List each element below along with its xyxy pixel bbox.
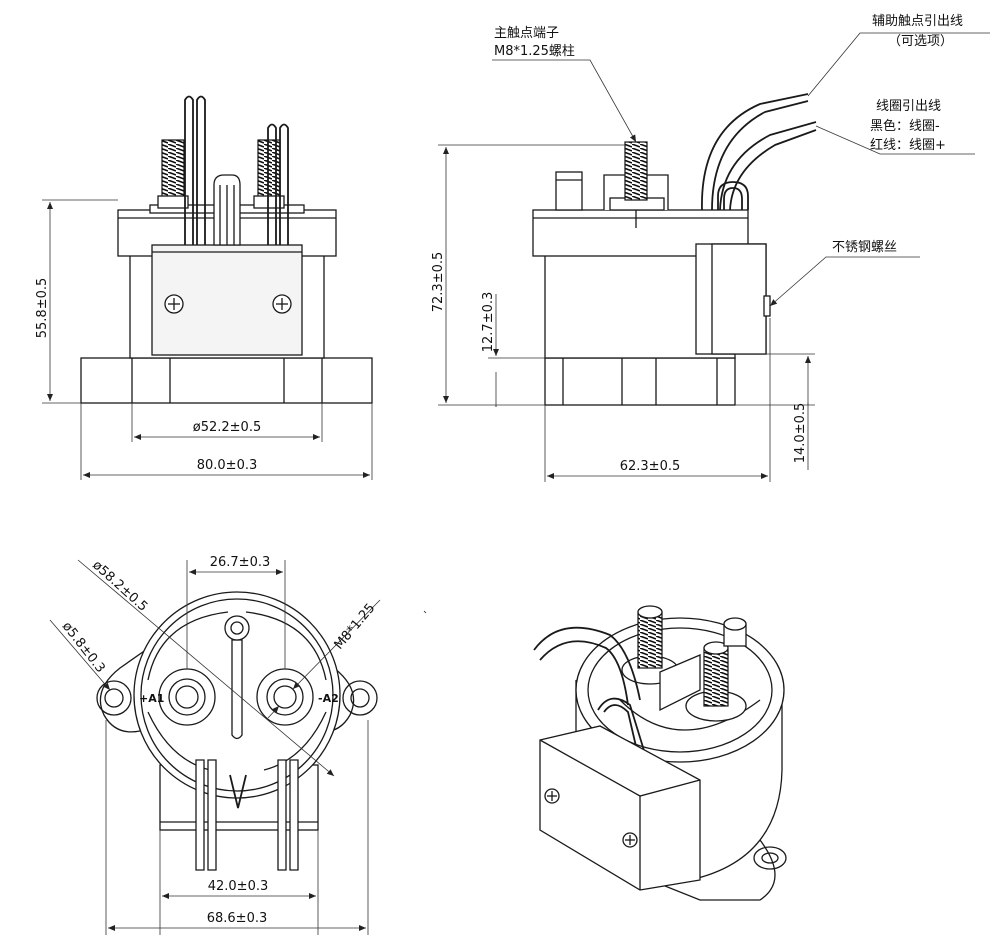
mark-a2: -A2 (318, 692, 339, 705)
label-aux-1: 辅助触点引出线 (872, 14, 963, 29)
pitch-dim: 26.7±0.3 (210, 555, 271, 570)
dia-hole-dim: ø5.8±0.3 (59, 619, 108, 676)
label-screw: 不锈钢螺丝 (832, 240, 897, 255)
iso-view (533, 605, 787, 901)
label-aux-2: （可选项） (888, 34, 953, 49)
flange-dim: 68.6±0.3 (207, 911, 268, 926)
front-view: 55.8±0.5 ø52.2±0.5 80.0±0.3 (35, 95, 373, 480)
screw-icon (544, 788, 560, 804)
screw-icon (164, 294, 184, 314)
label-main-terminal-2: M8*1.25螺柱 (494, 44, 575, 59)
lead-dim: 42.0±0.3 (208, 879, 269, 894)
side-lower-dim: 12.7±0.3 (481, 292, 496, 353)
dia-body-dim: ø58.2±0.5 (89, 558, 150, 615)
screw-icon (272, 294, 292, 314)
label-coil-3: 红线：线圈+ (870, 137, 946, 153)
top-view: +A1 -A2 ø58.2±0.5 ø5.8±0.3 M8*1.25 26.7±… (49, 555, 381, 935)
side-view: 72.3±0.5 12.7±0.3 62.3±0.5 14.0±0.5 主触点端… (431, 14, 990, 482)
mark-a1: +A1 (139, 692, 164, 705)
front-width-dim: 80.0±0.3 (197, 458, 258, 473)
label-coil-1: 线圈引出线 (876, 99, 941, 114)
side-width-dim: 62.3±0.5 (620, 459, 681, 474)
side-height-dim: 72.3±0.5 (431, 252, 446, 313)
label-coil-2: 黑色：线圈- (870, 118, 940, 134)
side-base-dim: 14.0±0.5 (793, 403, 808, 464)
front-inner-dim: ø52.2±0.5 (193, 420, 261, 435)
thread-dim: M8*1.25 (332, 601, 379, 653)
screw-icon (622, 832, 638, 848)
label-main-terminal-1: 主触点端子 (494, 26, 559, 41)
front-height-dim: 55.8±0.5 (35, 278, 50, 339)
